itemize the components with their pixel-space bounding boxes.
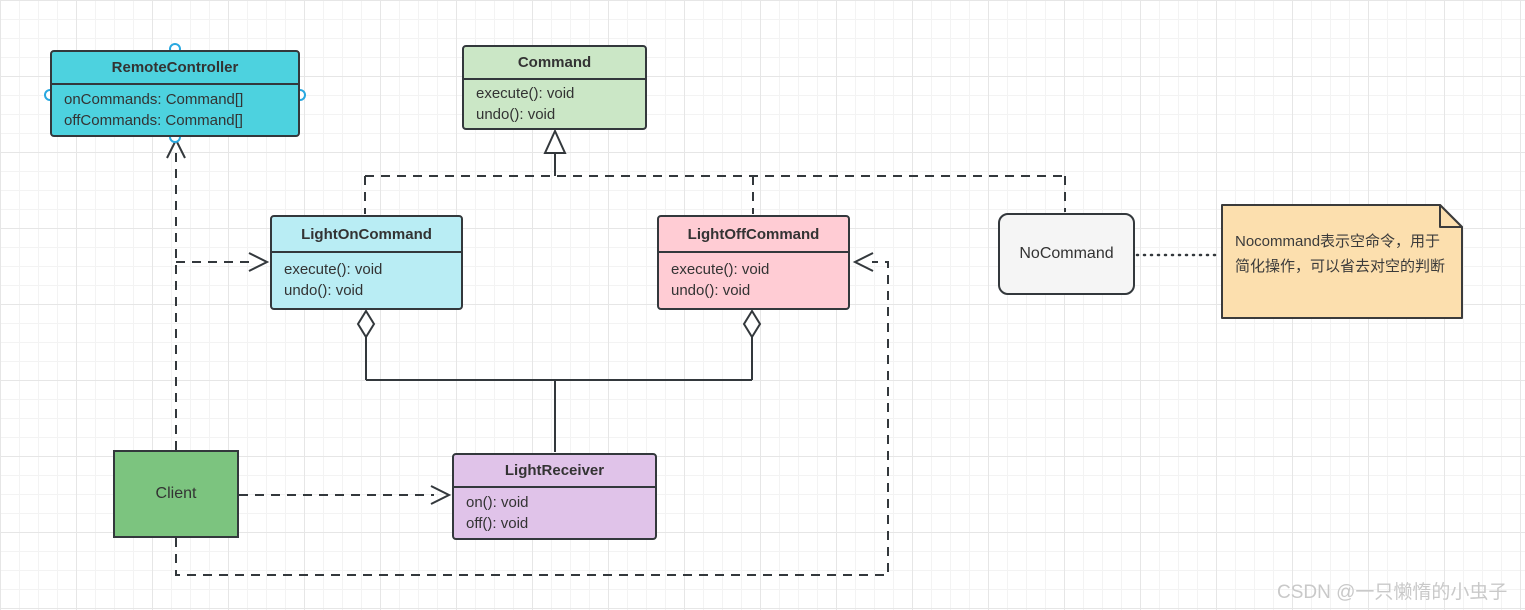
class-members: execute(): void undo(): void — [464, 80, 645, 128]
edge-client-to-lightoffcommand[interactable] — [175, 252, 889, 576]
hollow-diamond-lightoff — [742, 309, 762, 339]
member-line: undo(): void — [671, 282, 751, 299]
class-light-off-command[interactable]: LightOffCommand execute(): void undo(): … — [657, 215, 850, 310]
member-line: undo(): void — [284, 282, 364, 299]
class-title: LightOnCommand — [272, 217, 461, 253]
member-line: execute(): void — [671, 261, 770, 278]
class-remote-controller[interactable]: RemoteController onCommands: Command[] o… — [50, 50, 300, 137]
edge-client-to-lightreceiver[interactable] — [239, 485, 452, 505]
class-members: execute(): void undo(): void — [659, 253, 848, 307]
note-fold-corner — [1439, 204, 1463, 228]
class-title: RemoteController — [52, 52, 298, 85]
hollow-triangle-arrowhead — [543, 128, 567, 154]
class-title: LightOffCommand — [659, 217, 848, 253]
member-line: on(): void — [466, 494, 529, 511]
open-arrowhead-left — [852, 252, 874, 272]
edge-aggregation-receiver-commands[interactable] — [356, 309, 762, 452]
open-arrowhead-right — [248, 252, 270, 272]
class-members: onCommands: Command[] offCommands: Comma… — [52, 85, 298, 135]
class-title: Command — [464, 47, 645, 80]
open-arrowhead-right — [430, 485, 452, 505]
member-line: undo(): void — [476, 106, 556, 123]
member-line: offCommands: Command[] — [64, 112, 243, 129]
edge-client-to-remotecontroller[interactable] — [166, 137, 186, 450]
watermark: CSDN @一只懒惰的小虫子 — [1277, 582, 1508, 603]
class-title: LightReceiver — [454, 455, 655, 488]
class-members: on(): void off(): void — [454, 488, 655, 538]
member-line: onCommands: Command[] — [64, 91, 244, 108]
class-no-command[interactable]: NoCommand — [998, 213, 1135, 295]
hollow-diamond-lighton — [356, 309, 376, 339]
member-line: execute(): void — [284, 261, 383, 278]
edge-to-lightoncommand[interactable] — [176, 252, 270, 272]
class-light-receiver[interactable]: LightReceiver on(): void off(): void — [452, 453, 657, 540]
class-client[interactable]: Client — [113, 450, 239, 538]
member-line: off(): void — [466, 515, 529, 532]
member-line: execute(): void — [476, 85, 575, 102]
class-light-on-command[interactable]: LightOnCommand execute(): void undo(): v… — [270, 215, 463, 310]
edge-realization-to-command[interactable] — [364, 128, 1066, 214]
note-shape[interactable] — [1221, 204, 1463, 319]
note-text: Nocommand表示空命令，用于简化操作，可以省去对空的判断 — [1235, 233, 1446, 275]
class-members: execute(): void undo(): void — [272, 253, 461, 307]
class-command[interactable]: Command execute(): void undo(): void — [462, 45, 647, 130]
